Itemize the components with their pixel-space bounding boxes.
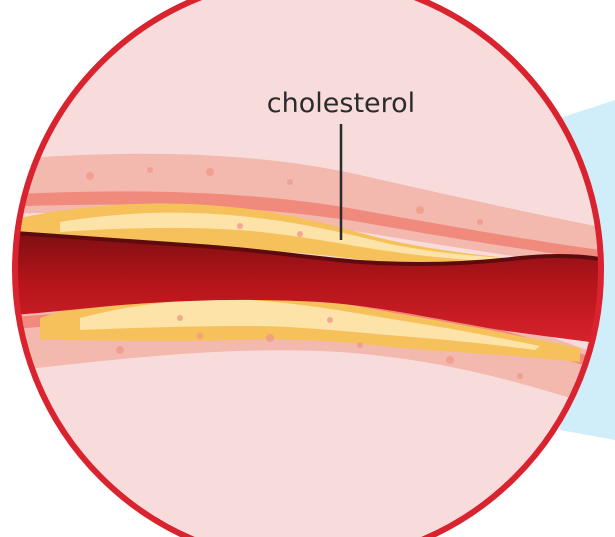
cholesterol-label: cholesterol (267, 88, 415, 119)
